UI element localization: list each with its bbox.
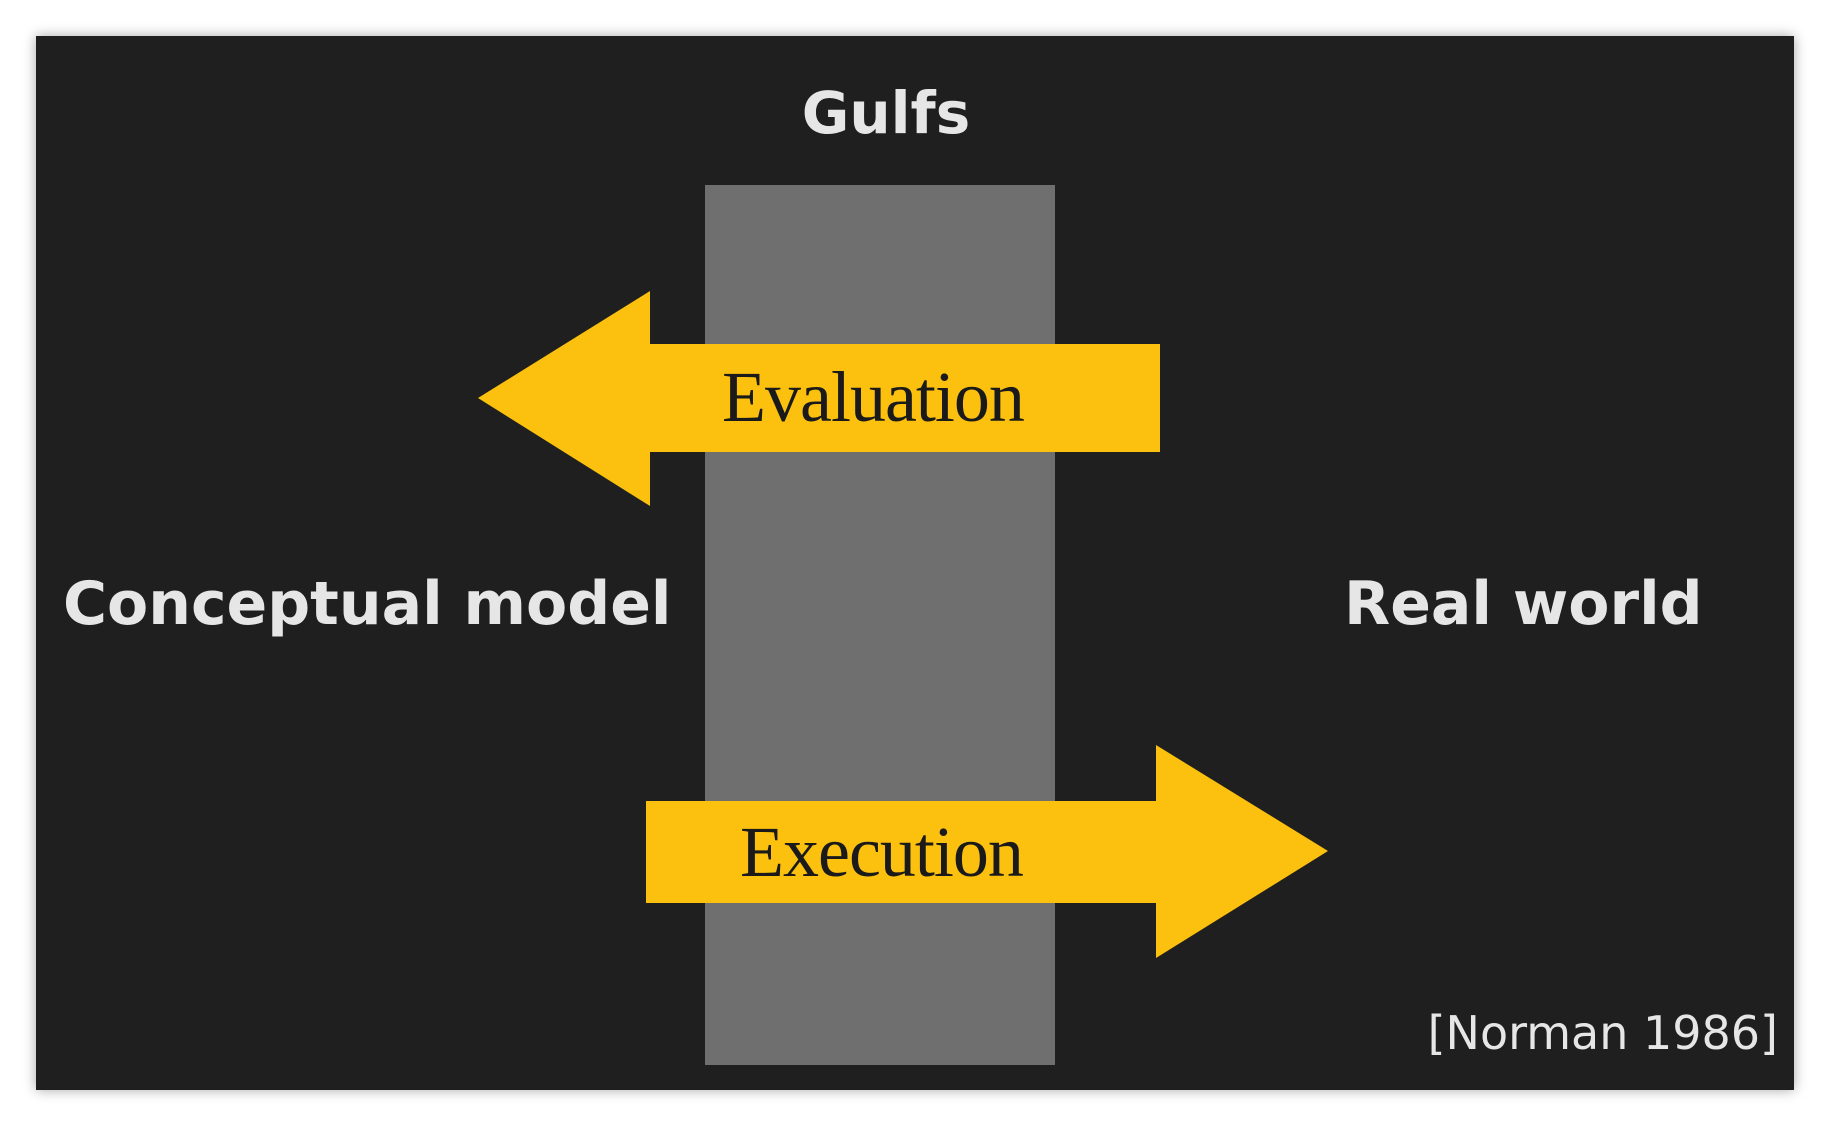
gulf-bar bbox=[705, 185, 1055, 1065]
gulf-arrows-diagram bbox=[478, 291, 1328, 958]
execution-label: Execution bbox=[740, 812, 1024, 892]
conceptual-model-label: Conceptual model bbox=[63, 569, 672, 639]
execution-arrow bbox=[646, 745, 1328, 958]
real-world-label: Real world bbox=[1344, 569, 1703, 639]
slide: Gulfs Evaluation Execution Conceptual mo… bbox=[36, 36, 1794, 1090]
slide-title: Gulfs bbox=[801, 79, 971, 147]
citation: [Norman 1986] bbox=[1427, 1006, 1778, 1060]
evaluation-arrow bbox=[478, 291, 1160, 506]
evaluation-label: Evaluation bbox=[722, 357, 1025, 437]
